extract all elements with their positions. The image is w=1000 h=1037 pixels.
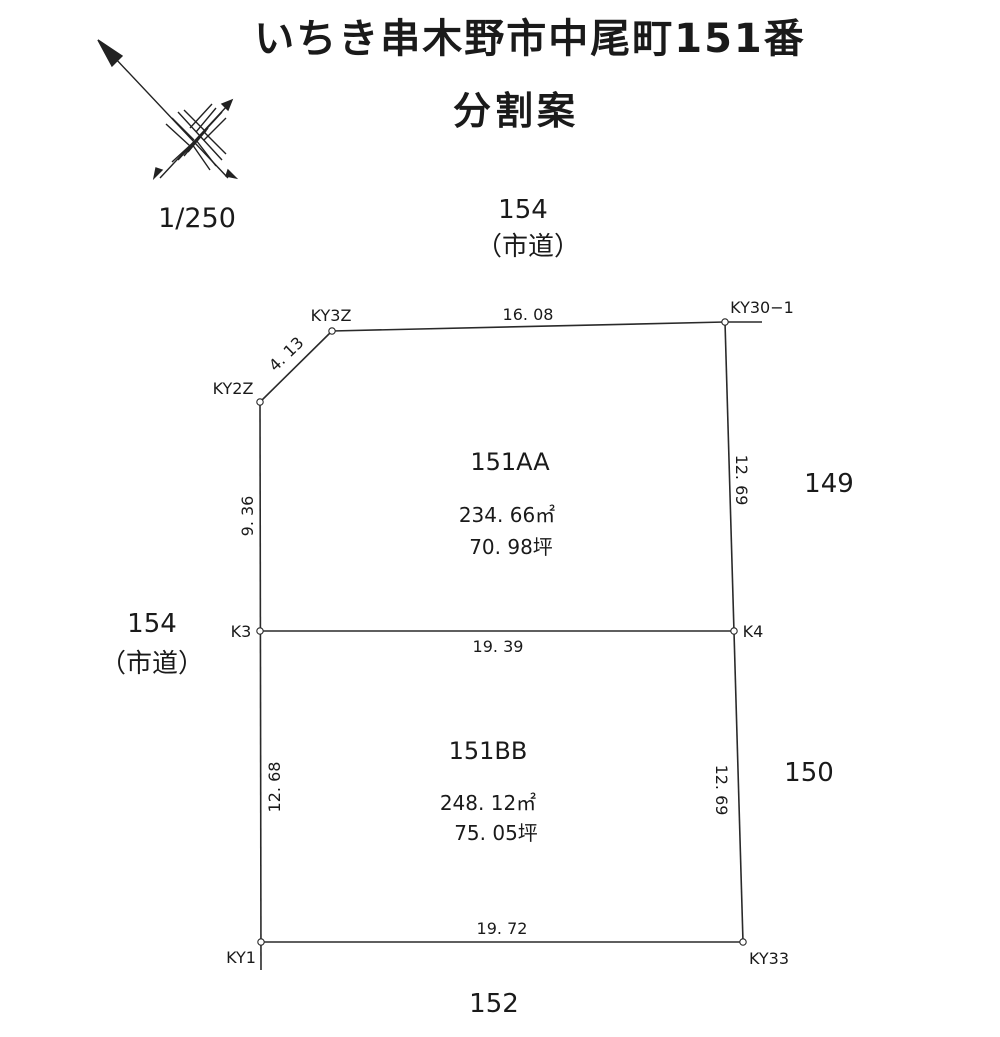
adjacent-west-label: （市道） <box>100 649 204 679</box>
page-title: いちき串木野市中尾町151番 <box>254 16 806 62</box>
point-label-k4: K4 <box>743 622 764 641</box>
point-label-ky30-1: KY30−1 <box>730 298 794 317</box>
point-label-ky3z: KY3Z <box>311 306 352 325</box>
lot-id: 151BB <box>449 737 528 765</box>
dimension-corner: 4. 13 <box>265 333 307 375</box>
page-subtitle: 分割案 <box>453 89 579 133</box>
dimension-right-upper: 12. 69 <box>732 455 751 506</box>
dimension-right-lower: 12. 69 <box>712 765 731 816</box>
lot-area-m2: 234. 66㎡ <box>459 503 555 527</box>
adjacent-north-number: 154 <box>498 195 548 225</box>
dimension-left-upper: 9. 36 <box>238 496 257 537</box>
dimension-bottom: 19. 72 <box>477 919 528 938</box>
scale-label: 1/250 <box>158 203 236 234</box>
boundary-markers <box>256 318 747 946</box>
adjacent-east-upper: 149 <box>804 469 854 499</box>
point-label-k3: K3 <box>231 622 252 641</box>
lot-area-m2: 248. 12㎡ <box>440 791 536 815</box>
point-label-ky1: KY1 <box>226 948 256 967</box>
dimension-top: 16. 08 <box>503 305 554 324</box>
dimension-left-lower: 12. 68 <box>265 762 284 813</box>
lot-id: 151AA <box>470 448 550 476</box>
parcel-boundary <box>259 321 762 971</box>
north-arrow-icon <box>97 39 239 181</box>
dimension-middle: 19. 39 <box>473 637 524 656</box>
adjacent-south: 152 <box>469 989 519 1019</box>
point-label-ky33: KY33 <box>749 949 789 968</box>
adjacent-east-lower: 150 <box>784 758 834 788</box>
lot-area-tsubo: 75. 05坪 <box>454 821 538 845</box>
adjacent-north-label: （市道） <box>476 232 580 262</box>
adjacent-west-number: 154 <box>127 609 177 639</box>
point-label-ky2z: KY2Z <box>213 379 254 398</box>
lot-area-tsubo: 70. 98坪 <box>469 535 553 559</box>
